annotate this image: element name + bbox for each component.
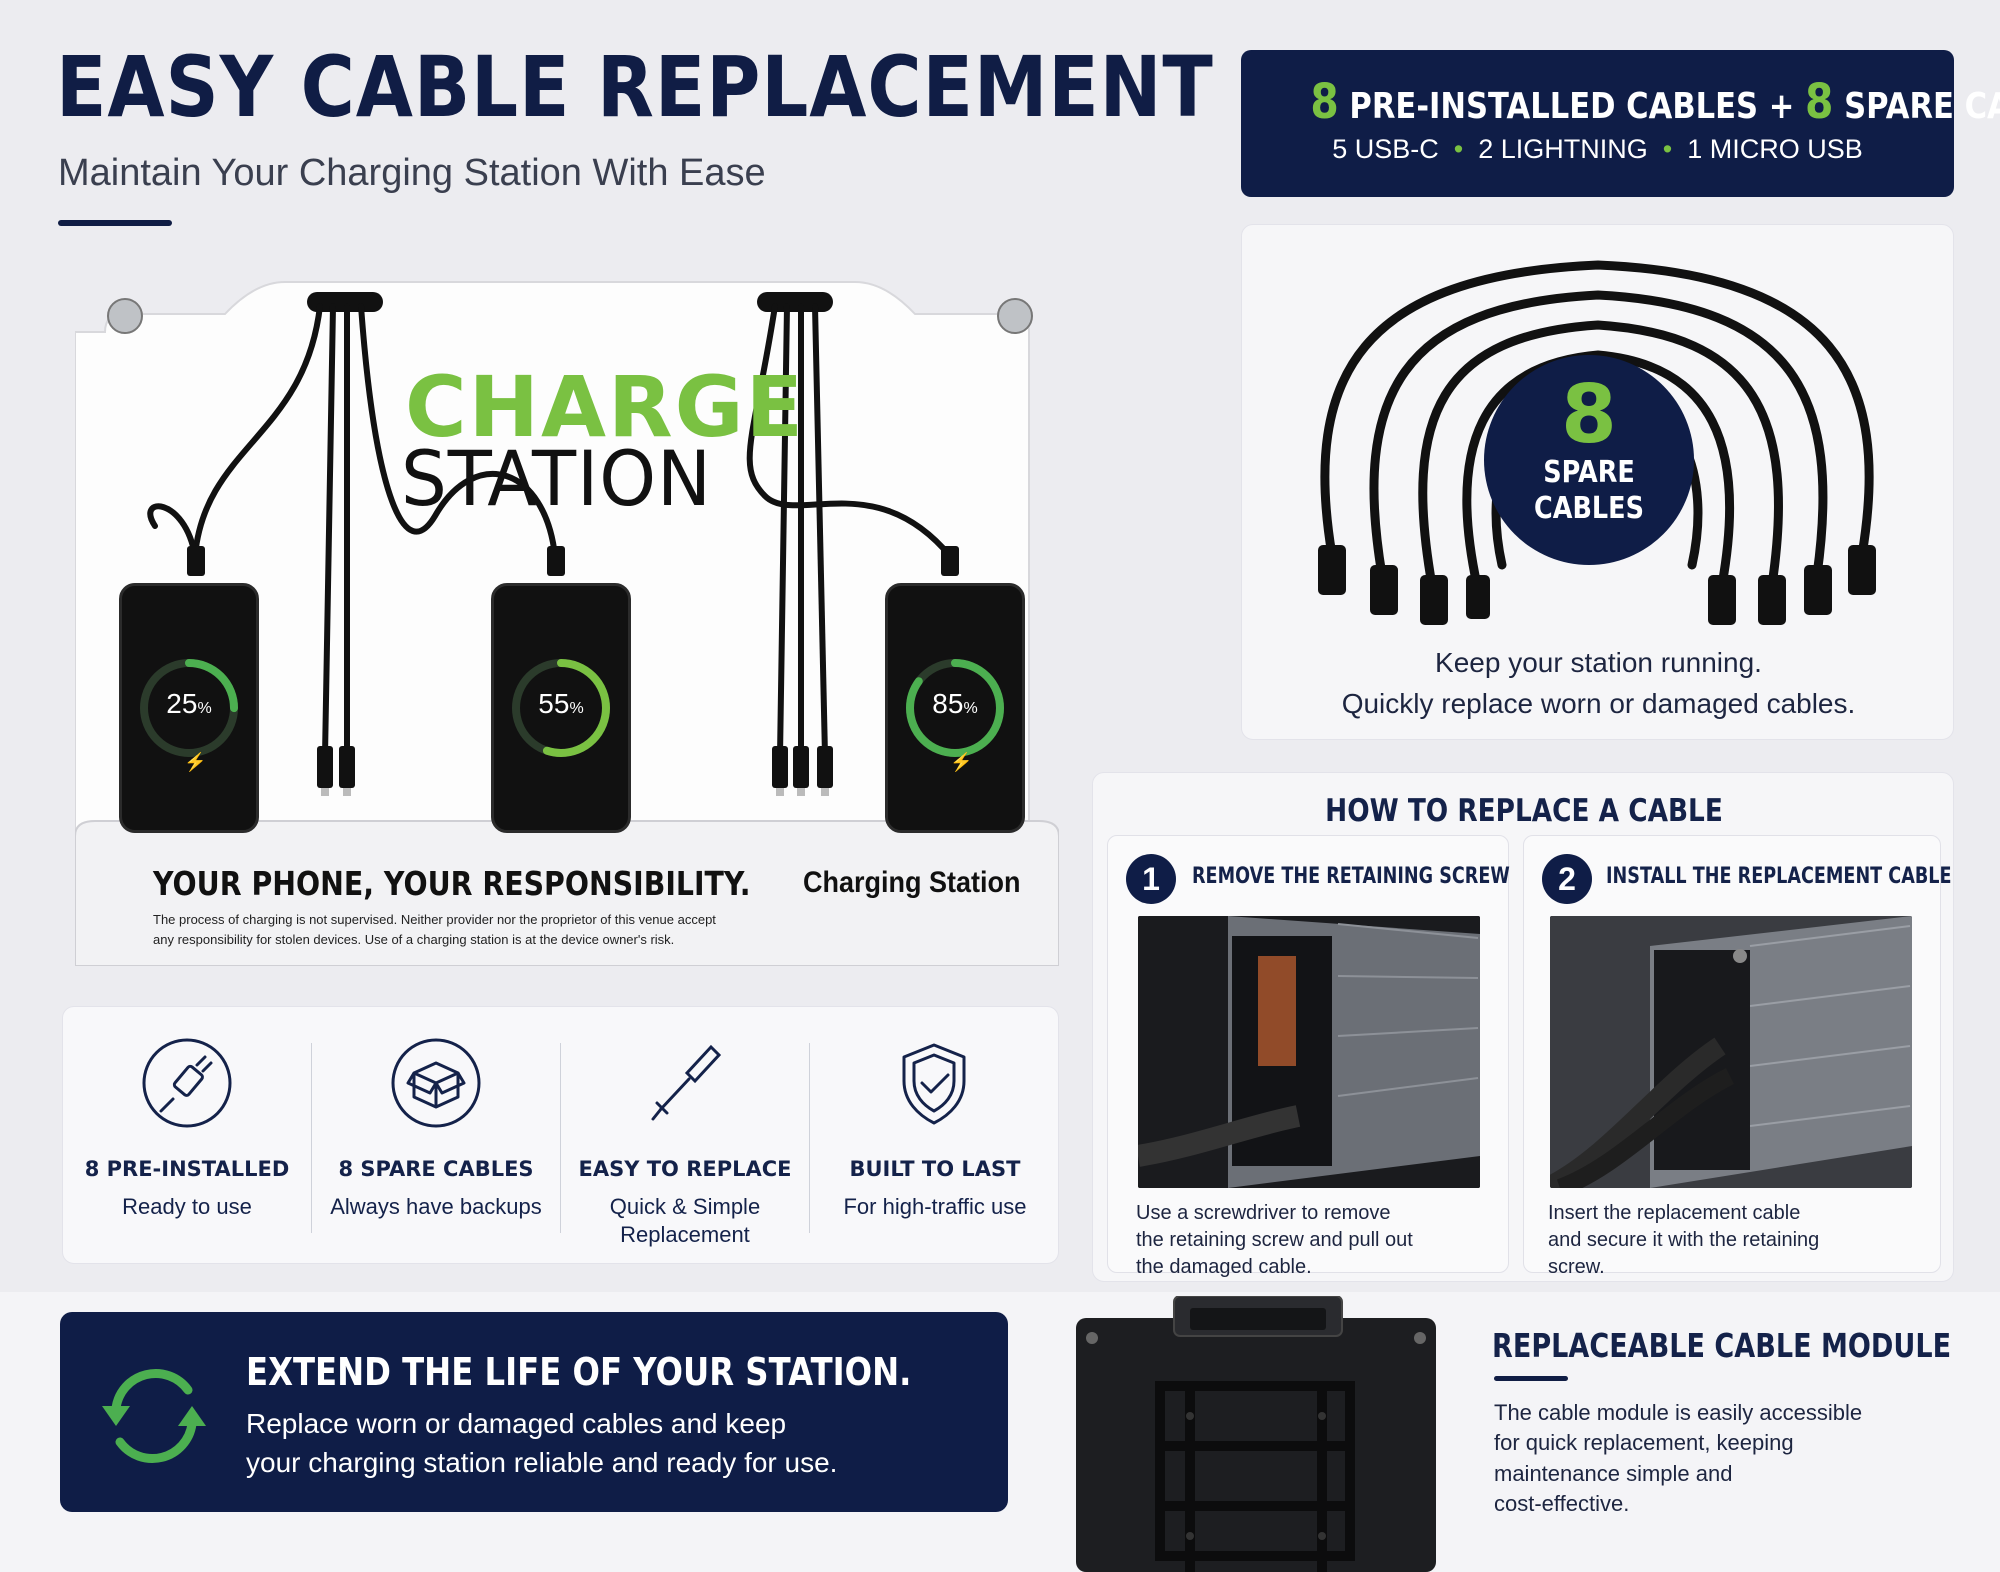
divider bbox=[560, 1043, 561, 1233]
type-lightning: 2 LIGHTNING bbox=[1478, 134, 1648, 164]
battery-percent: 55 bbox=[538, 688, 570, 719]
percent-unit: % bbox=[963, 700, 978, 717]
spare-label-2: CABLES bbox=[1534, 491, 1644, 526]
notice-line: any responsibility for stolen devices. U… bbox=[153, 932, 675, 948]
extend-desc: Replace worn or damaged cables and keep … bbox=[246, 1404, 837, 1482]
module-line: for quick replacement, keeping bbox=[1494, 1430, 1794, 1456]
bolt-icon: ⚡ bbox=[184, 752, 207, 772]
step-title: INSTALL THE REPLACEMENT CABLE bbox=[1606, 864, 1952, 889]
preinstalled-count: 8 bbox=[1310, 74, 1339, 130]
module-line: maintenance simple and bbox=[1494, 1460, 1733, 1486]
step-desc-line: the damaged cable. bbox=[1136, 1256, 1312, 1278]
spare-label-1: SPARE bbox=[1543, 455, 1635, 490]
cable-module-illustration bbox=[1076, 1295, 1436, 1572]
module-underline bbox=[1494, 1376, 1568, 1381]
box-icon bbox=[391, 1038, 481, 1128]
shield-check-icon bbox=[902, 1043, 966, 1125]
charging-station-board: CHARGE STATION 25% ⚡ 55% 85% ⚡ YOUR PHON… bbox=[75, 236, 1059, 966]
percent-unit: % bbox=[197, 700, 212, 717]
brand-charge: CHARGE bbox=[405, 358, 805, 456]
phone-2: 55% bbox=[491, 583, 631, 833]
notice-body: The process of charging is not supervise… bbox=[153, 910, 716, 950]
spare-count: 8 bbox=[1805, 74, 1834, 130]
feature-item: 8 PRE-INSTALLED Ready to use bbox=[63, 1007, 311, 1265]
step-desc-line: Use a screwdriver to remove bbox=[1136, 1202, 1391, 1224]
dot-separator: • bbox=[1655, 134, 1680, 164]
feature-desc-line: Quick & Simple bbox=[609, 1194, 761, 1219]
spare-cables-card: 8 SPARE CABLES Keep your station running… bbox=[1241, 224, 1954, 740]
preinstalled-label: PRE-INSTALLED CABLES + bbox=[1349, 86, 1795, 127]
bolt-icon: ⚡ bbox=[950, 752, 973, 772]
step-desc: Use a screwdriver to remove the retainin… bbox=[1136, 1200, 1413, 1281]
howto-card: HOW TO REPLACE A CABLE 1 REMOVE THE RETA… bbox=[1092, 772, 1954, 1282]
step-card: 2 INSTALL THE REPLACEMENT CABLE Insert t… bbox=[1523, 835, 1952, 1278]
feature-desc: Ready to use bbox=[122, 1194, 252, 1219]
title-underline bbox=[58, 220, 172, 226]
step-desc-line: and secure it with the retaining bbox=[1548, 1229, 1820, 1251]
brand-station: STATION bbox=[401, 434, 713, 523]
spare-label: SPARE CABLES bbox=[1844, 86, 2000, 127]
dot-separator: • bbox=[1446, 134, 1471, 164]
feature-title: EASY TO REPLACE bbox=[578, 1157, 792, 1181]
features-strip: 8 PRE-INSTALLED Ready to use 8 SPARE CAB… bbox=[62, 1006, 1059, 1264]
cable-count-badge: 8 PRE-INSTALLED CABLES + 8 SPARE CABLES … bbox=[1241, 50, 2000, 197]
notice-title: YOUR PHONE, YOUR RESPONSIBILITY. bbox=[153, 864, 751, 903]
step-desc-line: screw. bbox=[1548, 1256, 1605, 1278]
extend-life-banner: EXTEND THE LIFE OF YOUR STATION. Replace… bbox=[60, 1312, 1008, 1512]
extend-line: Replace worn or damaged cables and keep bbox=[246, 1408, 787, 1439]
step-photo-install-cable bbox=[1550, 916, 1912, 1188]
page-title: EASY CABLE REPLACEMENT bbox=[56, 38, 1214, 136]
percent-unit: % bbox=[569, 700, 584, 717]
feature-desc-line: Replacement bbox=[620, 1221, 750, 1247]
battery-ring-3 bbox=[906, 659, 1004, 757]
battery-ring-1 bbox=[140, 659, 238, 757]
extend-line: your charging station reliable and ready… bbox=[246, 1447, 838, 1479]
phone-1: 25% ⚡ bbox=[119, 583, 259, 833]
page-subtitle: Maintain Your Charging Station With Ease bbox=[58, 152, 766, 194]
divider bbox=[809, 1043, 810, 1233]
cable-module-panel bbox=[1070, 1295, 1442, 1572]
battery-percent: 25 bbox=[166, 688, 198, 719]
module-line: The cable module is easily accessible bbox=[1494, 1400, 1863, 1425]
step-desc: Insert the replacement cable and secure … bbox=[1548, 1200, 1819, 1281]
type-microusb: 1 MICRO USB bbox=[1687, 134, 1863, 164]
spare-count-number: 8 bbox=[1561, 368, 1617, 461]
battery-ring-2 bbox=[512, 659, 610, 757]
module-line: cost-effective. bbox=[1494, 1491, 1630, 1517]
feature-title: 8 PRE-INSTALLED bbox=[84, 1157, 290, 1181]
spare-count-circle: 8 SPARE CABLES bbox=[1484, 355, 1694, 565]
extend-title: EXTEND THE LIFE OF YOUR STATION. bbox=[246, 1350, 912, 1394]
feature-item: EASY TO REPLACE Quick & Simple Replaceme… bbox=[561, 1007, 809, 1265]
divider bbox=[311, 1043, 312, 1233]
refresh-cycle-icon bbox=[102, 1369, 206, 1463]
type-usbc: 5 USB-C bbox=[1332, 134, 1439, 164]
step-number: 1 bbox=[1126, 854, 1176, 904]
screwdriver-icon bbox=[651, 1044, 722, 1121]
step-desc-line: Insert the replacement cable bbox=[1548, 1202, 1801, 1224]
step-title: REMOVE THE RETAINING SCREW bbox=[1192, 864, 1510, 889]
feature-desc: Always have backups bbox=[330, 1194, 542, 1219]
feature-title: BUILT TO LAST bbox=[849, 1157, 1021, 1181]
feature-desc: Quick & Simple Replacement bbox=[561, 1193, 809, 1248]
phone-3: 85% ⚡ bbox=[885, 583, 1025, 833]
notice-line: The process of charging is not supervise… bbox=[153, 912, 716, 927]
step-desc-line: the retaining screw and pull out bbox=[1136, 1229, 1413, 1251]
howto-title: HOW TO REPLACE A CABLE bbox=[1325, 793, 1723, 829]
module-desc: The cable module is easily accessible fo… bbox=[1494, 1398, 1862, 1519]
mounting-screw bbox=[107, 298, 1033, 334]
step-card: 1 REMOVE THE RETAINING SCREW Use a screw… bbox=[1107, 835, 1510, 1278]
feature-item: 8 SPARE CABLES Always have backups bbox=[312, 1007, 560, 1265]
feature-desc: For high-traffic use bbox=[843, 1194, 1027, 1219]
battery-percent: 85 bbox=[932, 688, 964, 719]
caption-line: Quickly replace worn or damaged cables. bbox=[1341, 687, 1856, 719]
feature-item: BUILT TO LAST For high-traffic use bbox=[810, 1007, 1060, 1265]
spare-caption: Keep your station running. Quickly repla… bbox=[1242, 643, 1955, 724]
step-number: 2 bbox=[1542, 854, 1592, 904]
notice-label: Charging Station bbox=[803, 866, 1021, 899]
cable-icon bbox=[142, 1038, 232, 1128]
caption-line: Keep your station running. bbox=[1435, 647, 1762, 678]
feature-title: 8 SPARE CABLES bbox=[338, 1157, 534, 1181]
module-title: REPLACEABLE CABLE MODULE bbox=[1492, 1326, 1952, 1365]
step-photo-remove-screw bbox=[1138, 916, 1480, 1188]
